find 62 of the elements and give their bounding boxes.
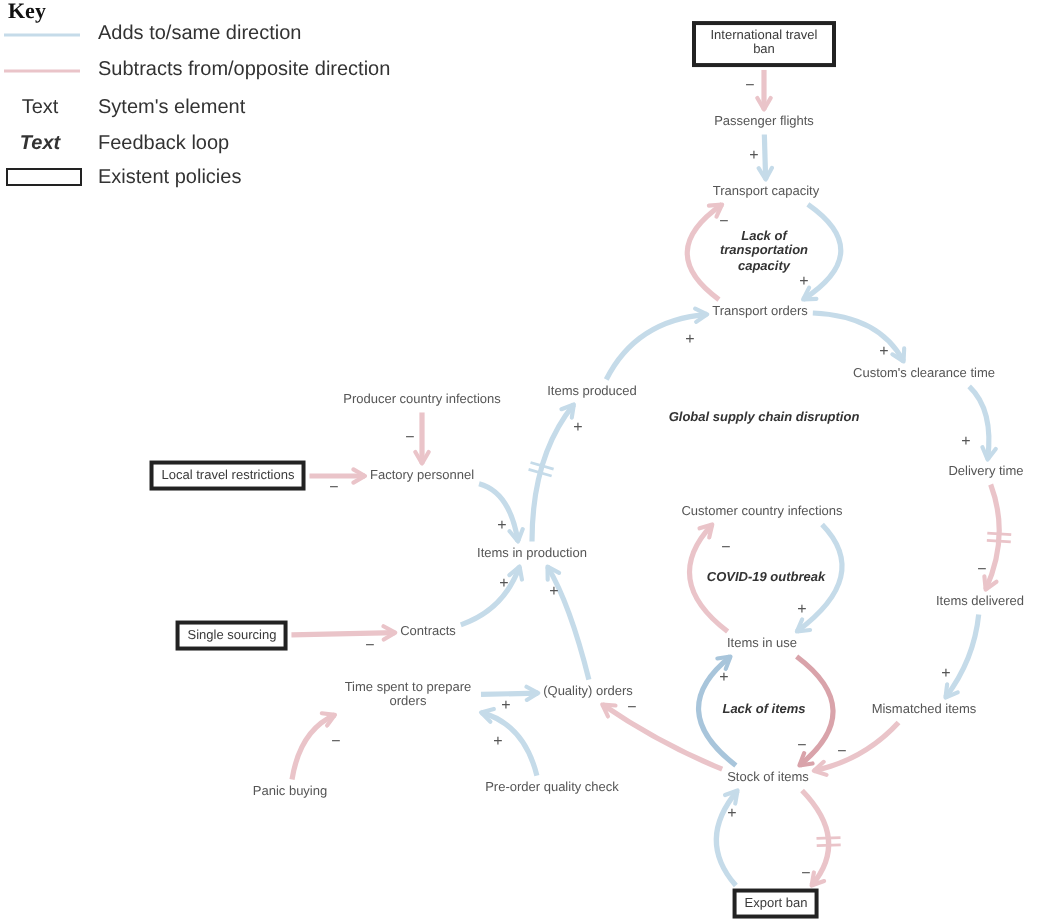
arrow	[713, 788, 740, 888]
arrow	[289, 711, 338, 780]
edge-label: +	[941, 666, 951, 682]
legend-label: Subtracts from/opposite direction	[98, 59, 391, 81]
edge-label: −	[977, 562, 987, 578]
edge-label: −	[627, 700, 637, 716]
legend-label: Existent policies	[98, 167, 242, 189]
edge-label: −	[837, 744, 847, 760]
arrow	[478, 481, 525, 544]
arrow	[811, 720, 901, 777]
edge-label: −	[745, 78, 755, 94]
edge-label: +	[501, 698, 511, 714]
arrow	[291, 624, 398, 642]
edge-label: −	[329, 480, 339, 496]
edge-label: +	[879, 344, 889, 360]
arrow	[967, 384, 998, 462]
arrow	[800, 788, 832, 888]
arrow	[687, 522, 730, 634]
edge-label: +	[799, 274, 809, 290]
legend-sample-text: Text	[19, 132, 61, 156]
legend-sample-text: Text	[21, 96, 59, 120]
edge-label: +	[749, 148, 759, 164]
arrow	[529, 402, 576, 542]
arrow	[600, 702, 724, 772]
edge-label: +	[493, 734, 503, 750]
edge-label: +	[499, 576, 509, 592]
arrow	[696, 654, 738, 768]
arrow	[309, 467, 368, 485]
edge-label: −	[365, 638, 375, 654]
edge-label: +	[727, 806, 737, 822]
arrow	[755, 69, 773, 112]
edge-label: +	[573, 420, 583, 436]
edge-label: −	[721, 540, 731, 556]
edge-label: +	[497, 518, 507, 534]
edge-label: −	[797, 738, 807, 754]
arrow	[981, 483, 1002, 592]
arrow	[812, 310, 906, 364]
edge-label: −	[801, 866, 811, 882]
edge-label: −	[719, 214, 729, 230]
arrow	[603, 306, 710, 381]
edge-label: −	[405, 430, 415, 446]
arrow	[478, 707, 540, 777]
arrow	[459, 564, 524, 628]
edge-label: −	[331, 734, 341, 750]
arrow	[795, 654, 836, 768]
legend-label: Feedback loop	[98, 133, 230, 155]
edge-label: +	[685, 332, 695, 348]
arrow	[413, 412, 431, 466]
arrow	[794, 522, 845, 634]
arrow	[684, 202, 725, 302]
legend-label: Sytem's element	[98, 97, 246, 119]
edge-label: +	[797, 602, 807, 618]
edge-label: +	[961, 434, 971, 450]
arrow	[801, 202, 844, 302]
arrow	[480, 684, 541, 703]
legend-label: Adds to/same direction	[98, 23, 302, 45]
edge-label: +	[549, 584, 559, 600]
legend-title: Key	[8, 0, 46, 26]
arrow	[756, 134, 775, 182]
arrow	[545, 564, 592, 681]
arrow	[943, 614, 982, 700]
edge-label: +	[719, 670, 729, 686]
